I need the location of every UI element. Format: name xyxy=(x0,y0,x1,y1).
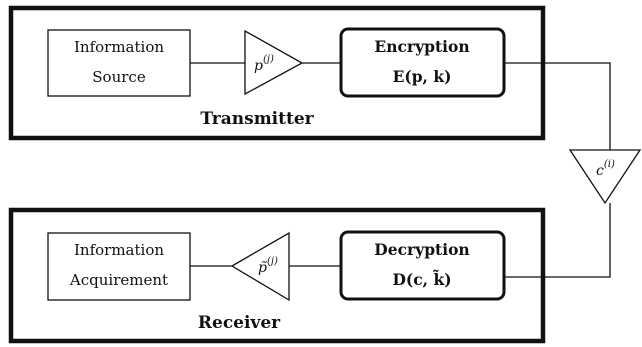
channel-amplifier-label: c(i) xyxy=(596,159,615,179)
channel-wire-bottom xyxy=(504,203,611,278)
transmitter-amplifier-symbol: p xyxy=(254,58,263,74)
information-source-line1: Information xyxy=(74,38,164,56)
receiver-amplifier-symbol: p̃ xyxy=(258,260,267,276)
information-acquirement-line1: Information xyxy=(74,241,164,259)
information-source-line2: Source xyxy=(92,68,146,86)
transmitter-amplifier-triangle xyxy=(244,29,304,96)
channel-amplifier-superscript: (i) xyxy=(604,159,615,170)
decryption-title: Decryption xyxy=(374,240,469,259)
channel-amplifier-symbol: c xyxy=(596,163,604,179)
transmitter-title: Transmitter xyxy=(200,109,314,129)
decryption-box xyxy=(339,230,506,301)
encryption-title: Encryption xyxy=(374,37,469,56)
channel-amplifier-triangle xyxy=(568,149,642,205)
receiver-title: Receiver xyxy=(198,313,281,333)
information-acquirement-line2: Acquirement xyxy=(69,271,168,289)
channel-wire-top xyxy=(504,62,611,150)
decryption-formula: D(c, k̃) xyxy=(392,269,451,289)
information-acquirement-box xyxy=(47,232,191,301)
transmitter-amplifier-superscript: (j) xyxy=(263,54,274,65)
transmitter-frame xyxy=(8,5,546,141)
receiver-frame xyxy=(8,207,546,344)
information-source-box xyxy=(47,29,191,97)
receiver-amplifier-label: p̃(j) xyxy=(258,256,278,276)
receiver-amplifier-superscript: (j) xyxy=(267,256,278,267)
transmitter-amplifier-label: p(j) xyxy=(254,54,274,74)
encryption-formula: E(p, k) xyxy=(393,67,452,86)
